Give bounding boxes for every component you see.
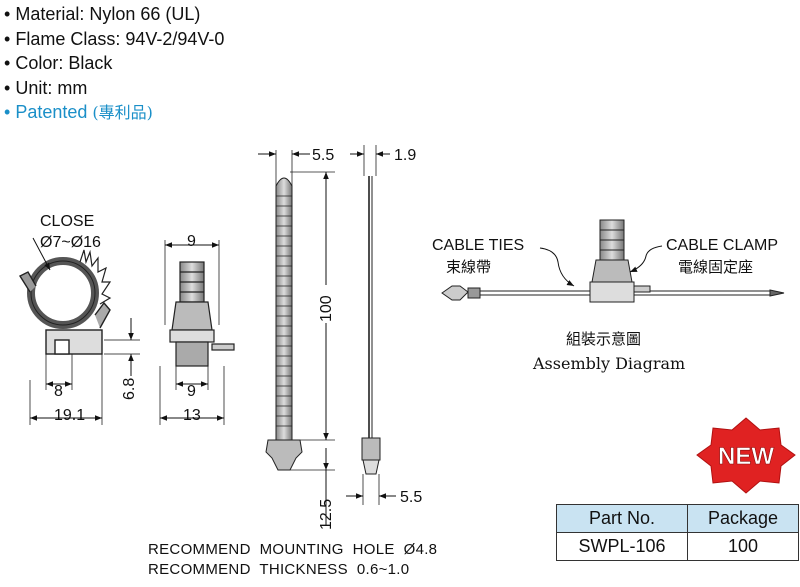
cell-part-no: SWPL-106: [556, 532, 688, 561]
dim-1-9: 1.9: [394, 147, 416, 164]
dim-9-top: 9: [187, 233, 196, 250]
dim-6-8: 6.8: [121, 378, 138, 400]
cable-ties-cjk-label: 束線帶: [446, 258, 491, 276]
assembly-title: Assembly Diagram: [532, 354, 685, 373]
assembly-title-cjk: 組裝示意圖: [566, 330, 641, 348]
cable-tie-side-view: [361, 145, 381, 505]
cable-clamp-label: CABLE CLAMP: [666, 237, 778, 254]
clamp-front-view: [159, 240, 235, 425]
spec-patented: • Patented (專利品): [4, 102, 153, 122]
part-table: Part No. Package SWPL-106 100: [556, 504, 799, 561]
spec-material: • Material: Nylon 66 (UL): [4, 4, 201, 24]
cable-ties-label: CABLE TIES: [432, 237, 524, 254]
dim-5-5-top: 5.5: [312, 147, 334, 164]
clamp-side-view: [18, 249, 112, 425]
cell-package: 100: [687, 532, 799, 561]
cable-clamp-cjk-label: 電線固定座: [678, 258, 753, 276]
col-part-no: Part No.: [556, 504, 688, 533]
dim-100: 100: [318, 295, 335, 322]
close-label: CLOSE: [40, 213, 94, 230]
dim-19-1: 19.1: [54, 407, 85, 424]
new-badge: NEW: [696, 417, 796, 494]
recommend-hole: RECOMMEND MOUNTING HOLE Ø4.8: [148, 541, 438, 558]
dim-9-mid: 9: [187, 383, 196, 400]
new-badge-text: NEW: [718, 443, 774, 470]
spec-list: • Material: Nylon 66 (UL) • Flame Class:…: [4, 2, 224, 126]
cable-tie-front-view: [265, 150, 335, 471]
spec-color: • Color: Black: [4, 53, 113, 73]
close-range-label: Ø7~Ø16: [40, 234, 101, 251]
recommend-notes: RECOMMEND MOUNTING HOLE Ø4.8 RECOMMEND T…: [148, 540, 437, 580]
table-row: SWPL-106 100: [556, 532, 799, 561]
assembly-diagram: [441, 219, 785, 303]
dim-13: 13: [183, 407, 201, 424]
spec-unit: • Unit: mm: [4, 77, 88, 98]
col-package: Package: [687, 504, 799, 533]
dim-8: 8: [54, 383, 63, 400]
table-header-row: Part No. Package: [556, 504, 799, 533]
spec-flame-class: • Flame Class: 94V-2/94V-0: [4, 28, 225, 49]
recommend-thickness: RECOMMEND THICKNESS 0.6~1.0: [148, 561, 410, 578]
dim-12-5: 12.5: [318, 499, 335, 530]
dim-5-5-bottom: 5.5: [400, 489, 422, 506]
